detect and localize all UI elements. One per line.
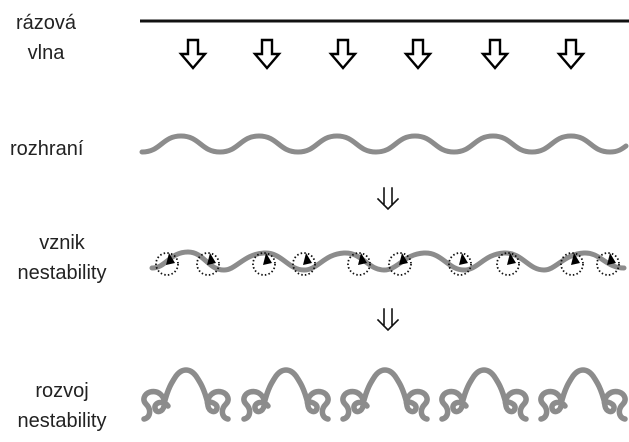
spiral-rollup-icon	[244, 370, 328, 419]
shock-arrows	[179, 38, 585, 70]
label-instability-onset-line1: vznik	[39, 232, 85, 254]
rollup-row	[144, 370, 625, 419]
label-shock-wave: rázová vlna	[10, 8, 82, 68]
label-instability-growth-line1: rozvoj	[35, 380, 89, 402]
label-interface: rozhraní	[10, 134, 110, 164]
double-down-arrow-icon	[377, 187, 399, 210]
hollow-down-arrow-icon	[557, 38, 585, 70]
label-instability-onset: vznik nestability	[4, 228, 120, 288]
spiral-rollup-icon	[442, 370, 526, 419]
hollow-down-arrow-icon	[404, 38, 432, 70]
double-down-arrow-icon	[377, 308, 399, 331]
interface-wave	[139, 133, 629, 155]
label-instability-growth: rozvoj nestability	[4, 376, 120, 436]
label-instability-growth-line2: nestability	[17, 410, 107, 432]
spiral-rollup-icon	[343, 370, 427, 419]
spiral-rollup-icon	[541, 370, 625, 419]
hollow-down-arrow-icon	[253, 38, 281, 70]
dotted-circle-vortex-icon	[496, 252, 520, 276]
onset-wave	[149, 249, 627, 273]
label-shock-wave-line1: rázová	[15, 12, 77, 34]
hollow-down-arrow-icon	[481, 38, 509, 70]
hollow-down-arrow-icon	[329, 38, 357, 70]
hollow-down-arrow-icon	[179, 38, 207, 70]
label-shock-wave-line2: vlna	[27, 42, 65, 64]
spiral-rollup-icon	[144, 370, 228, 419]
label-interface-line1: rozhraní	[10, 138, 84, 160]
label-instability-onset-line2: nestability	[17, 262, 107, 284]
dotted-circle-vortex-icon	[388, 252, 412, 276]
